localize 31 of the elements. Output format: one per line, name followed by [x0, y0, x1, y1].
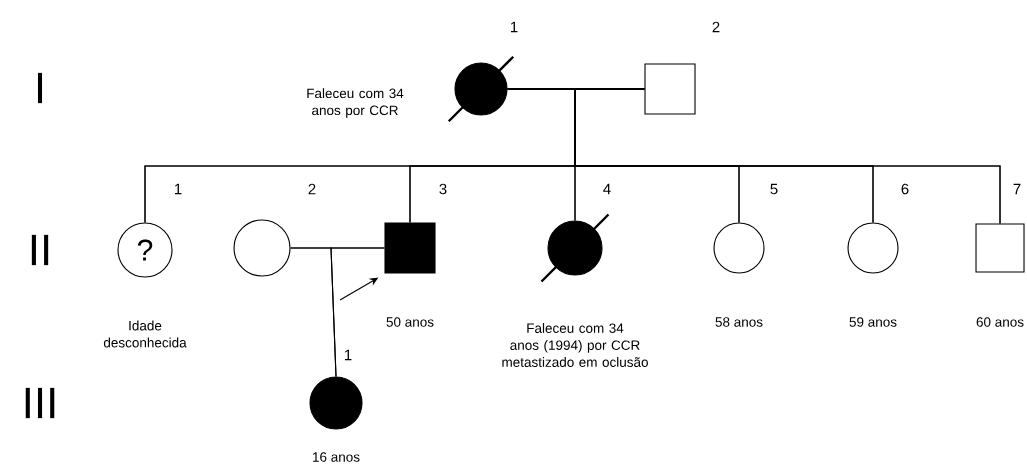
generation-label: I [37, 72, 43, 104]
individual-number: 3 [439, 183, 447, 195]
descent-line [330, 247, 385, 377]
pedigree-square [384, 222, 436, 274]
node-label: 58 anos [715, 317, 763, 327]
individual-number: 1 [175, 183, 182, 195]
individual-number: 1 [511, 21, 518, 33]
node-label: 59 anos [849, 317, 897, 327]
node-label: Faleceu com 34 anos por CCR [307, 88, 404, 118]
pedigree-square [975, 223, 1025, 273]
node-label: Idade desconhecida [103, 320, 187, 348]
node-label: 16 anos [313, 452, 360, 462]
individual-number: 4 [603, 183, 611, 195]
individual-number: 7 [1013, 183, 1021, 195]
generation-label: II [31, 234, 49, 266]
node-label: 60 anos [976, 317, 1024, 327]
node-label: Faleceu com 34 anos (1994) por CCR metastizado em oclusão [502, 323, 648, 367]
node-label: 50 anos [386, 317, 434, 327]
pedigree-circle [540, 213, 610, 283]
individual-number: 1 [345, 349, 352, 361]
pedigree-circle [447, 55, 515, 123]
pedigree-circle [713, 222, 765, 274]
pedigree-circle [847, 222, 899, 274]
individual-number: 5 [770, 183, 778, 195]
pedigree-square [644, 63, 696, 115]
individual-number: 2 [712, 21, 720, 33]
pedigree-circle [233, 219, 291, 277]
pedigree-circle [309, 376, 363, 430]
individual-number: 2 [308, 183, 316, 195]
individual-number: 6 [901, 183, 909, 195]
generation-label: III [25, 387, 55, 419]
